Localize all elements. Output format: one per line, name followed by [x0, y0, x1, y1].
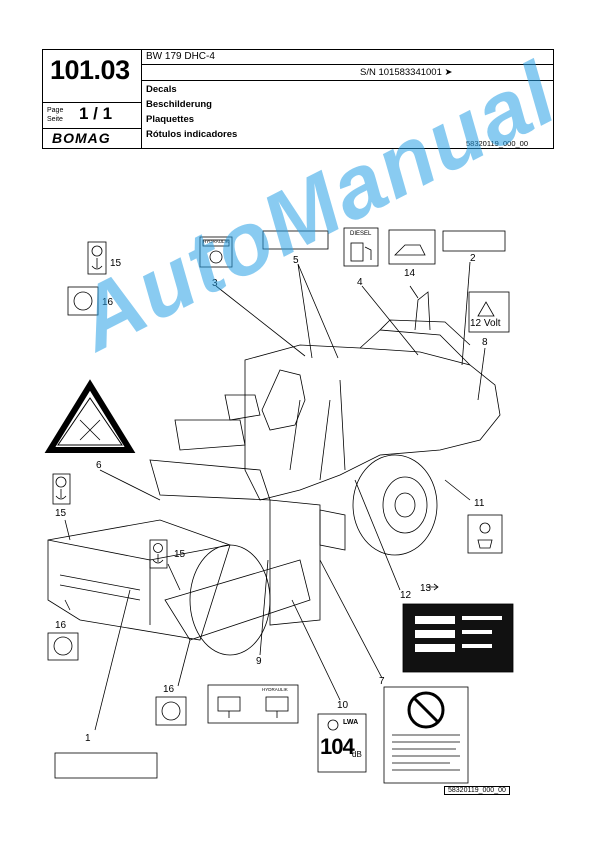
title-en: Decals — [146, 84, 177, 95]
exhaust-stack — [414, 291, 431, 331]
hydraulic-oil-decal-icon — [199, 236, 233, 268]
callout-12: 12 — [400, 590, 412, 601]
engine-hood — [359, 329, 471, 366]
tie-down-decal-icon-15a — [87, 241, 107, 275]
step — [319, 509, 346, 551]
doc-number: 101.03 — [50, 55, 130, 85]
serial-number: S/N 101583341001 ➤ — [360, 67, 453, 78]
grease-point-decal-icon — [467, 514, 503, 554]
control-console — [174, 419, 246, 451]
decal-db-unit: dB — [352, 750, 362, 759]
decal-hydraulik-text: HYDRAULIK — [203, 239, 229, 244]
callout-6: 6 — [96, 460, 102, 471]
noise-level-decal-icon — [317, 713, 367, 773]
blank-decal-1 — [54, 752, 158, 779]
operator-seat — [261, 369, 306, 431]
callout-5: 5 — [293, 255, 299, 266]
decal-lwa-text: LWA — [343, 719, 359, 726]
arrow-icon — [426, 583, 439, 591]
title-es: Rótulos indicadores — [146, 129, 238, 140]
decal-diesel-text: DIESEL — [350, 231, 372, 237]
blank-decal-5 — [262, 230, 329, 250]
page-number: 1 / 1 — [79, 104, 113, 123]
brand-logo: BOMAG — [52, 130, 111, 146]
decal-hydraulik2-text: HYDRAULIK — [262, 687, 288, 692]
decal-volt-text: 12 Volt — [470, 318, 501, 329]
callout-10: 10 — [337, 700, 349, 711]
crush-warning-decal-icon-16b — [47, 632, 79, 661]
doc-id: 58320119_000_00 — [466, 139, 529, 148]
hydraulic-fill-decal-icon — [207, 684, 299, 724]
callout-8: 8 — [482, 337, 488, 348]
callout-4: 4 — [357, 277, 363, 288]
title-de: Beschilderung — [146, 99, 212, 110]
crush-warning-decal-icon-16a — [67, 286, 99, 316]
steering-wheel — [224, 394, 261, 421]
blank-decal-2 — [442, 230, 506, 252]
drum — [189, 544, 271, 656]
callout-14: 14 — [404, 268, 416, 279]
callout-15c: 15 — [174, 549, 186, 560]
decal-db-value: 104 — [320, 734, 355, 759]
footer-doc-id: 58320119_000_00 — [444, 786, 510, 795]
lift-point-decal-icon — [388, 229, 436, 265]
callout-16b: 16 — [55, 620, 67, 631]
front-drum-frame — [47, 519, 231, 641]
callout-9: 9 — [256, 656, 262, 667]
articulation — [269, 499, 321, 626]
tie-down-decal-icon-15b — [52, 473, 71, 505]
tie-down-decal-icon-15c — [149, 539, 168, 569]
callout-15a: 15 — [110, 258, 122, 269]
callout-16a: 16 — [102, 297, 114, 308]
safety-instructions-decal-icon — [383, 686, 469, 784]
crush-warning-decal-icon-16c — [155, 696, 187, 726]
callout-7: 7 — [379, 676, 385, 687]
diesel-fuel-decal-icon — [343, 227, 379, 267]
model-name: BW 179 DHC-4 — [146, 51, 215, 62]
title-fr: Plaquettes — [146, 114, 195, 125]
callout-11: 11 — [474, 498, 485, 509]
callout-15b: 15 — [55, 508, 67, 519]
header-block — [42, 49, 554, 149]
callout-16c: 16 — [163, 684, 175, 695]
callout-2: 2 — [470, 253, 476, 264]
battery-warning-decal-icon — [468, 291, 510, 333]
machine-rear-frame — [244, 344, 501, 501]
callout-1: 1 — [85, 733, 91, 744]
front-frame — [149, 459, 271, 501]
type-plate-icon — [402, 603, 514, 673]
rear-tyre — [352, 454, 438, 556]
roll-over-warning-decal-icon — [44, 379, 136, 453]
callout-3: 3 — [212, 278, 218, 289]
callout-13: 13 — [420, 583, 432, 594]
